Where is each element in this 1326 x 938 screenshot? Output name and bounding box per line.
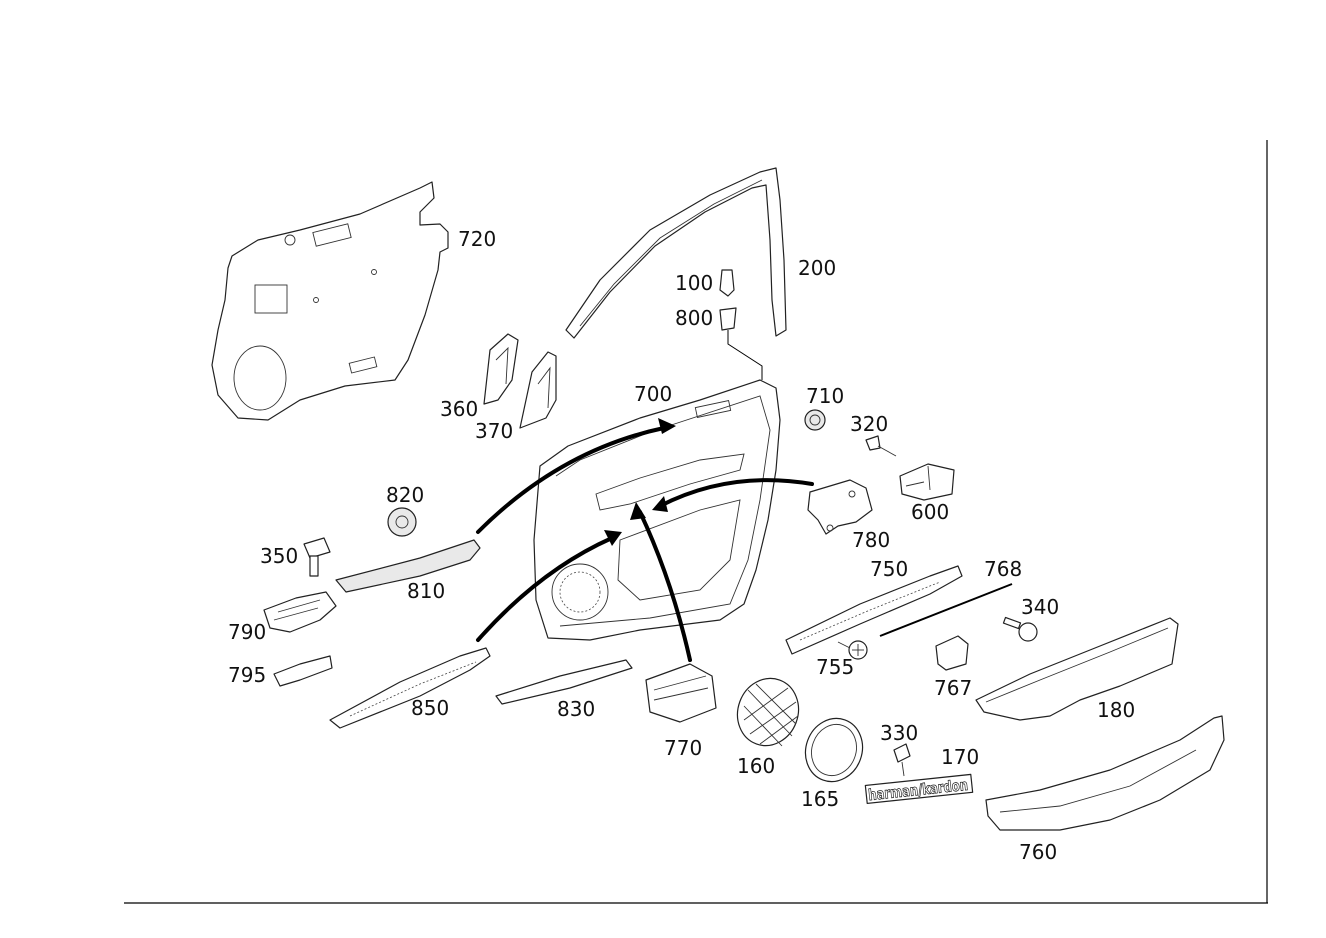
part-850-trim <box>329 647 491 729</box>
part-165-speaker-ring <box>804 717 864 783</box>
arrowhead-810 <box>658 418 676 434</box>
callout-350: 350 <box>260 544 298 568</box>
callout-710: 710 <box>806 384 844 408</box>
callout-767: 767 <box>934 676 972 700</box>
callout-700: 700 <box>634 382 672 406</box>
part-830-trim-strip <box>495 659 633 705</box>
part-800-clip <box>719 307 737 331</box>
callout-180: 180 <box>1097 698 1135 722</box>
part-360-triangle-cover <box>483 333 519 405</box>
callout-170: 170 <box>941 745 979 769</box>
callout-330: 330 <box>880 721 918 745</box>
callout-720: 720 <box>458 227 496 251</box>
part-780-bracket <box>807 479 873 535</box>
callout-810: 810 <box>407 579 445 603</box>
callout-labels: 720 200 100 800 360 370 700 710 320 600 … <box>228 227 1135 864</box>
arrowhead-770 <box>630 502 646 520</box>
callout-850: 850 <box>411 696 449 720</box>
emblem-text: harman/kardon <box>867 776 968 804</box>
part-320-screw <box>865 435 897 457</box>
callout-600: 600 <box>911 500 949 524</box>
callout-165: 165 <box>801 787 839 811</box>
part-810-trim-strip <box>335 539 481 593</box>
callout-160: 160 <box>737 754 775 778</box>
callout-770: 770 <box>664 736 702 760</box>
callout-755: 755 <box>816 655 854 679</box>
part-600-switch <box>899 463 955 501</box>
callout-750: 750 <box>870 557 908 581</box>
assembly-arrow-810 <box>476 426 666 534</box>
part-160-speaker-grille <box>736 677 800 747</box>
part-770-control-unit <box>645 663 717 723</box>
part-720-moisture-barrier <box>211 181 449 421</box>
part-767-switch <box>935 635 969 671</box>
callout-340: 340 <box>1021 595 1059 619</box>
part-710-grommet <box>804 409 826 431</box>
part-200-window-seal <box>565 167 787 339</box>
assembly-arrow-770 <box>638 510 692 662</box>
part-795-handle-bezel <box>273 655 333 687</box>
part-170-emblem: harman/kardon <box>864 773 974 805</box>
assembly-arrow-850 <box>476 536 614 642</box>
callout-795: 795 <box>228 663 266 687</box>
part-330-pin <box>893 743 911 777</box>
part-760-door-pocket <box>985 715 1225 831</box>
part-820-round-clip <box>387 507 417 537</box>
leader-800 <box>727 330 763 380</box>
callout-370: 370 <box>475 419 513 443</box>
part-755-screw <box>837 640 868 660</box>
part-180-armrest-cover <box>975 617 1179 721</box>
part-750-armrest-panel <box>785 565 963 655</box>
callout-360: 360 <box>440 397 478 421</box>
part-790-switch-housing <box>263 591 337 633</box>
callout-760: 760 <box>1019 840 1057 864</box>
part-768-cable <box>879 583 1013 637</box>
arrowhead-850 <box>604 530 622 546</box>
callout-780: 780 <box>852 528 890 552</box>
callout-200: 200 <box>798 256 836 280</box>
callout-100: 100 <box>675 271 713 295</box>
callout-768: 768 <box>984 557 1022 581</box>
callout-790: 790 <box>228 620 266 644</box>
arrowhead-780 <box>652 496 668 512</box>
callout-320: 320 <box>850 412 888 436</box>
callout-820: 820 <box>386 483 424 507</box>
part-350-bolt <box>303 537 331 577</box>
callout-800: 800 <box>675 306 713 330</box>
part-100-plug <box>719 269 735 297</box>
part-370-triangle-cover <box>519 351 557 429</box>
assembly-arrow-780 <box>658 478 814 508</box>
callout-830: 830 <box>557 697 595 721</box>
part-340-bolt <box>1002 616 1038 642</box>
